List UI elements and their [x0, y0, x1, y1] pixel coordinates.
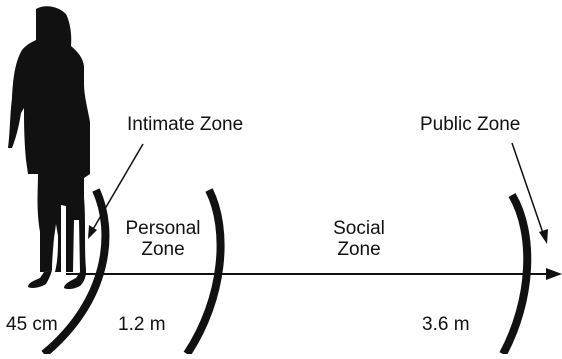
personal-zone-label: Personal Zone [116, 218, 210, 260]
intimate-distance-label: 45 cm [6, 314, 58, 335]
personal-zone-line1: Personal [125, 218, 201, 239]
intimate-zone-label: Intimate Zone [127, 114, 244, 135]
personal-zone-line2: Zone [141, 239, 185, 260]
intimate-pointer-arrowhead [88, 225, 97, 239]
woman-silhouette-icon [8, 6, 90, 290]
public-pointer-arrowhead [539, 229, 548, 244]
social-zone-line2: Zone [337, 239, 381, 260]
public-pointer-arrow [511, 142, 545, 237]
distance-axis-arrowhead [546, 268, 562, 280]
personal-distance-label: 1.2 m [118, 314, 166, 335]
public-zone-label: Public Zone [420, 114, 521, 135]
public-distance-label: 3.6 m [422, 314, 470, 335]
zone-boundary-arc [41, 188, 110, 358]
zone-boundary-arc [499, 192, 532, 356]
social-zone-label: Social Zone [324, 218, 394, 260]
zone-boundary-arc [183, 188, 225, 357]
intimate-pointer-arrow [91, 143, 144, 232]
social-zone-line1: Social [333, 218, 385, 239]
